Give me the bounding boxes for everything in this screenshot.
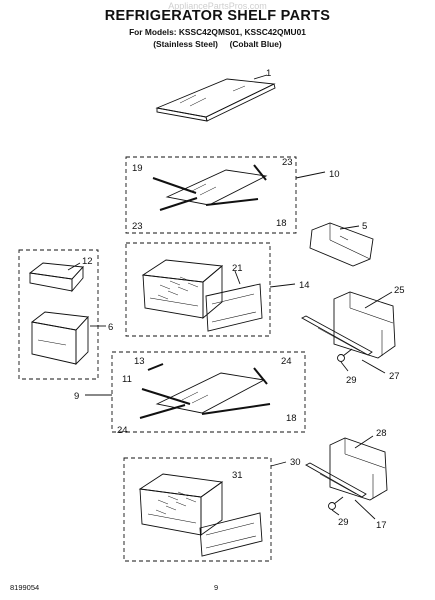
leader-line — [232, 562, 238, 568]
leader-line — [361, 359, 386, 374]
crisper-drawer-part-30 — [138, 473, 224, 536]
cover-part-28 — [329, 437, 388, 501]
dashed-box-group-14 — [125, 242, 271, 337]
callout-25: 25 — [394, 285, 405, 296]
callout-29: 29 — [346, 375, 357, 386]
callout-17: 17 — [376, 520, 387, 531]
screw-part-29-b — [328, 496, 344, 510]
callout-6: 6 — [108, 322, 113, 333]
dashed-box-group-9 — [111, 351, 306, 433]
bin-part-6 — [30, 311, 89, 366]
lid-part-12 — [28, 262, 84, 293]
callout-14: 14 — [299, 280, 310, 291]
page-number: 9 — [214, 583, 219, 592]
leader-line — [339, 225, 360, 230]
callout-28: 28 — [376, 428, 387, 439]
drawer-front-part-21 — [205, 283, 263, 332]
leader-line — [340, 361, 349, 372]
callout-12: 12 — [82, 256, 93, 267]
callout-19: 19 — [132, 163, 143, 174]
callout-5: 5 — [362, 221, 367, 232]
slide-rail-part-17 — [305, 462, 367, 498]
callout-9: 9 — [74, 391, 79, 402]
callout-10: 10 — [329, 169, 340, 180]
cover-part-5 — [309, 222, 374, 267]
screw-part-29-a — [337, 348, 353, 362]
callout-21: 21 — [232, 263, 243, 274]
crisper-drawer-part-14 — [141, 259, 224, 319]
leader-line — [364, 291, 393, 309]
leader-line — [354, 499, 376, 520]
callout-13: 13 — [134, 356, 145, 367]
callout-29: 29 — [338, 517, 349, 528]
leader-line — [331, 509, 340, 516]
leader-line — [67, 262, 81, 271]
callout-18: 18 — [286, 413, 297, 424]
watermark: AppliancePartsPros.com — [168, 1, 267, 11]
callout-31: 31 — [232, 470, 243, 481]
slide-rail-part-27 — [301, 315, 373, 356]
leader-line — [234, 270, 241, 285]
glass-shelf-part-10 — [152, 164, 268, 211]
leader-line — [354, 435, 374, 449]
glass-shelf-part-1 — [155, 78, 276, 122]
leader-line — [270, 461, 287, 467]
models-line: For Models: KSSC42QMS01, KSSC42QMU01 — [129, 27, 306, 37]
leader-line — [253, 74, 268, 80]
dashed-box-group-12-6 — [18, 249, 99, 380]
document-number: 8199054 — [10, 583, 40, 592]
dashed-box-group-30 — [123, 457, 272, 562]
leader-line — [295, 171, 326, 179]
callout-30: 30 — [290, 457, 301, 468]
callout-24: 24 — [117, 425, 128, 436]
callout-24: 24 — [281, 356, 292, 367]
callout-27: 27 — [389, 371, 400, 382]
drawer-front-part-31 — [199, 512, 263, 557]
callout-11: 11 — [122, 374, 132, 385]
page-title: REFRIGERATOR SHELF PARTS — [104, 8, 331, 24]
callout-23: 23 — [282, 157, 293, 168]
cover-part-25 — [333, 291, 396, 359]
dashed-box-group-10 — [125, 156, 297, 234]
finishes-line: (Stainless Steel) (Cobalt Blue) — [153, 39, 282, 49]
glass-shelf-part-9 — [139, 363, 271, 419]
callout-23: 23 — [132, 221, 143, 232]
callout-18: 18 — [276, 218, 287, 229]
callout-labels: 1 10 19 23 23 18 5 12 6 21 14 25 29 27 1… — [74, 68, 405, 531]
leader-line — [269, 283, 296, 288]
callout-1: 1 — [266, 68, 271, 79]
